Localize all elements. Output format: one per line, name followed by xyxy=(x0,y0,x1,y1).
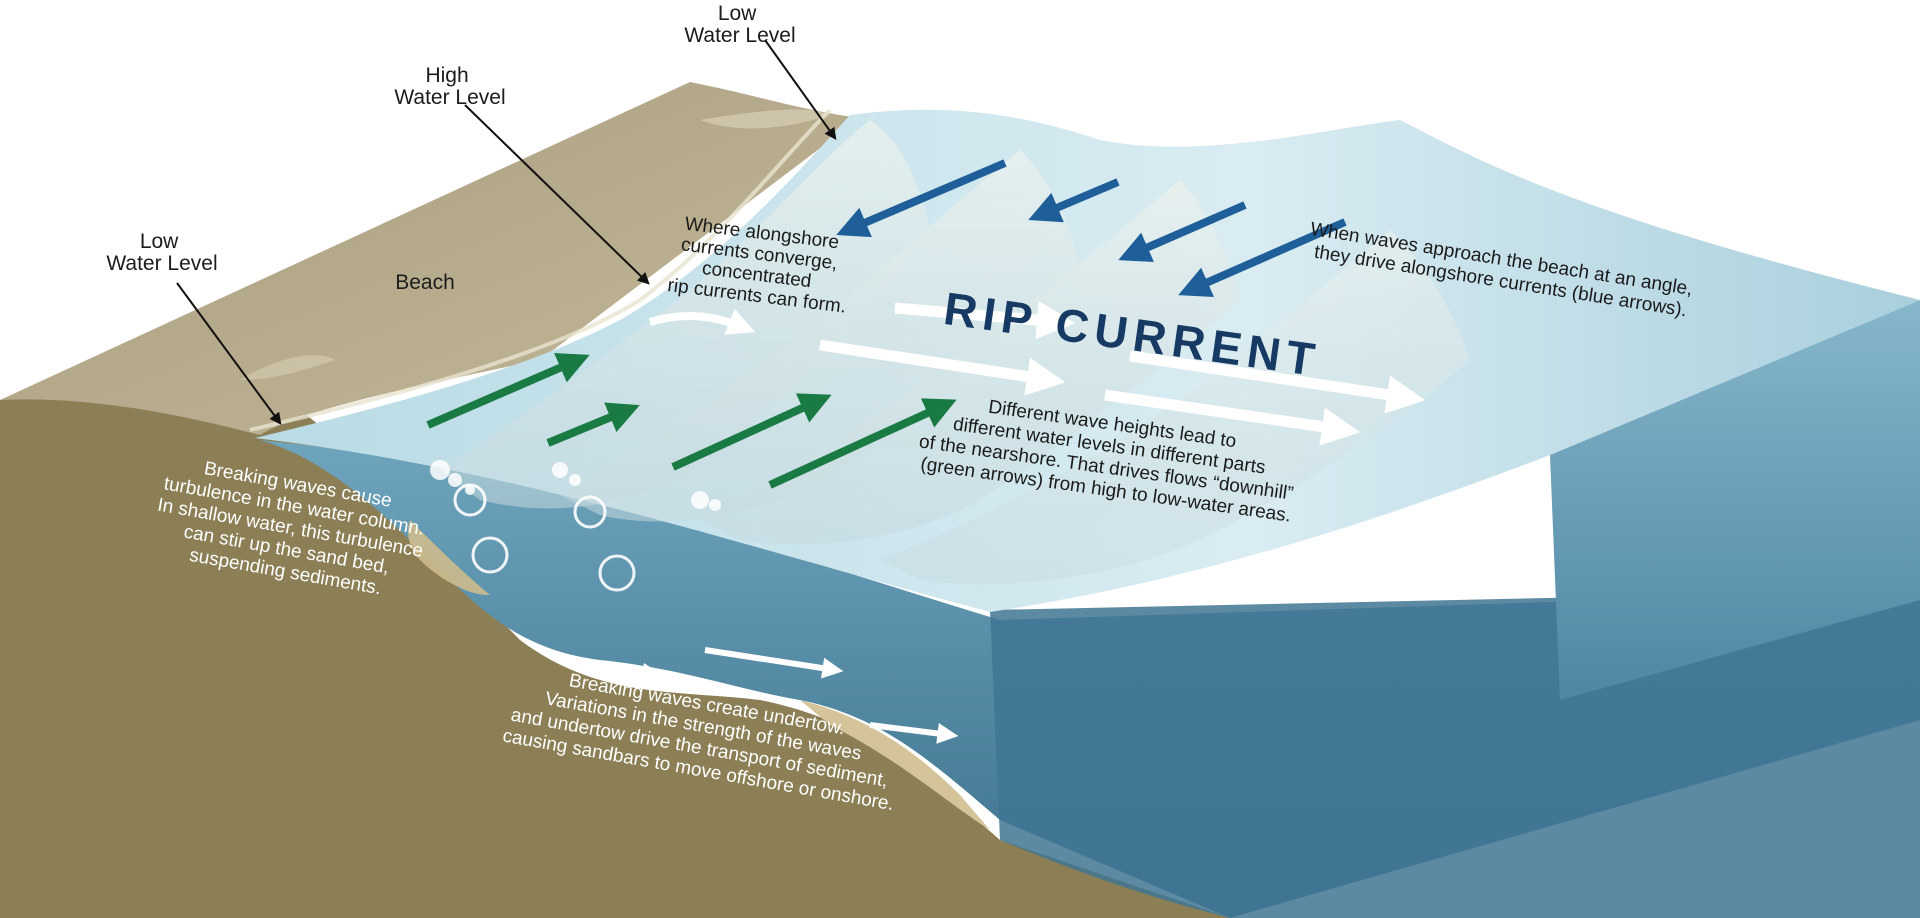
blue-arrow xyxy=(1028,178,1120,223)
swirl-icon xyxy=(453,483,487,517)
beach-label: Beach xyxy=(395,271,455,294)
undertow-arrow xyxy=(704,647,844,679)
undertow-arrow xyxy=(869,722,959,744)
blue-arrow xyxy=(1118,201,1247,263)
downhill-flow-arrows xyxy=(426,352,957,489)
water-front-face xyxy=(990,590,1920,918)
alongshore-current-arrows xyxy=(836,159,1347,297)
white-arrow xyxy=(1129,350,1426,414)
swirl-icon xyxy=(573,495,607,529)
undertow-arrows xyxy=(579,647,959,744)
white-arrow xyxy=(819,339,1066,396)
rip-current-arrows xyxy=(819,300,1426,446)
green-arrow xyxy=(671,393,832,471)
leader-line xyxy=(764,39,837,140)
dune-mark xyxy=(240,355,335,380)
high-water-line xyxy=(249,108,832,432)
green-arrow xyxy=(768,398,957,489)
green-arrow xyxy=(546,402,640,447)
leader-lines xyxy=(176,39,837,425)
white-arrow xyxy=(894,300,1076,340)
turbulence-swirls xyxy=(453,483,636,592)
low-water-level-label-top: Low Water Level xyxy=(684,2,795,47)
beach-surface xyxy=(0,82,860,435)
white-arrow xyxy=(1104,389,1361,446)
wave-crest xyxy=(560,150,1080,522)
swirl-icon xyxy=(598,554,636,592)
high-water-level-label: High Water Level xyxy=(394,64,505,109)
leader-line xyxy=(176,282,282,425)
leader-line xyxy=(464,104,650,285)
dune-mark xyxy=(700,109,830,129)
suspended-sediment xyxy=(408,520,490,596)
blue-arrow xyxy=(1178,218,1347,297)
water-right-face xyxy=(1550,300,1920,700)
sandbar xyxy=(800,700,990,830)
converge-arrow xyxy=(648,308,756,335)
undertow-arrow xyxy=(579,662,664,684)
blue-arrow xyxy=(836,159,1007,238)
swirl-icon xyxy=(471,536,509,574)
low-water-level-label-left: Low Water Level xyxy=(106,230,217,275)
green-arrow xyxy=(426,352,590,429)
foam xyxy=(430,460,721,511)
